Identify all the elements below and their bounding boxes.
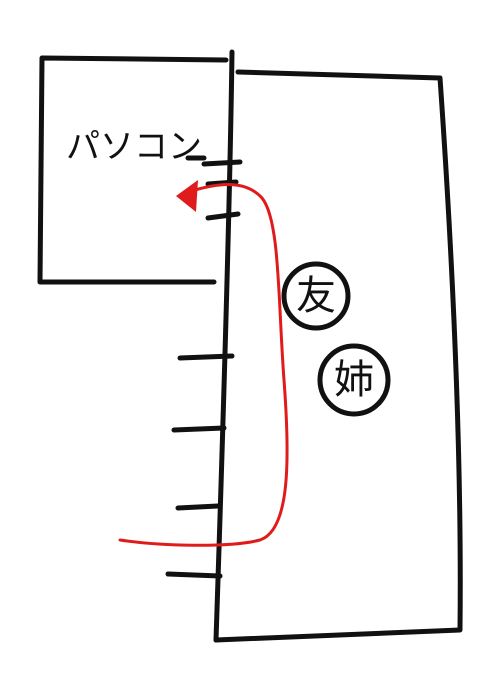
tick-upper-2 xyxy=(205,179,239,187)
computer-room-outline xyxy=(37,55,229,285)
sister-label: 姉 xyxy=(334,357,374,403)
tick-2 xyxy=(171,425,227,433)
friend-label: 友 xyxy=(296,273,336,319)
friend-circle xyxy=(281,261,351,331)
tick-1 xyxy=(177,353,235,361)
tick-4 xyxy=(165,571,223,579)
sister-circle xyxy=(317,343,391,417)
tick-3 xyxy=(175,503,221,511)
route-path xyxy=(118,183,289,547)
corridor-wall xyxy=(213,49,235,643)
computer-label: パソコン xyxy=(66,127,202,167)
route-arrowhead xyxy=(176,180,198,212)
tick-upper-1 xyxy=(201,159,243,167)
tick-upper-3 xyxy=(205,211,241,221)
main-room-outline xyxy=(213,69,463,643)
